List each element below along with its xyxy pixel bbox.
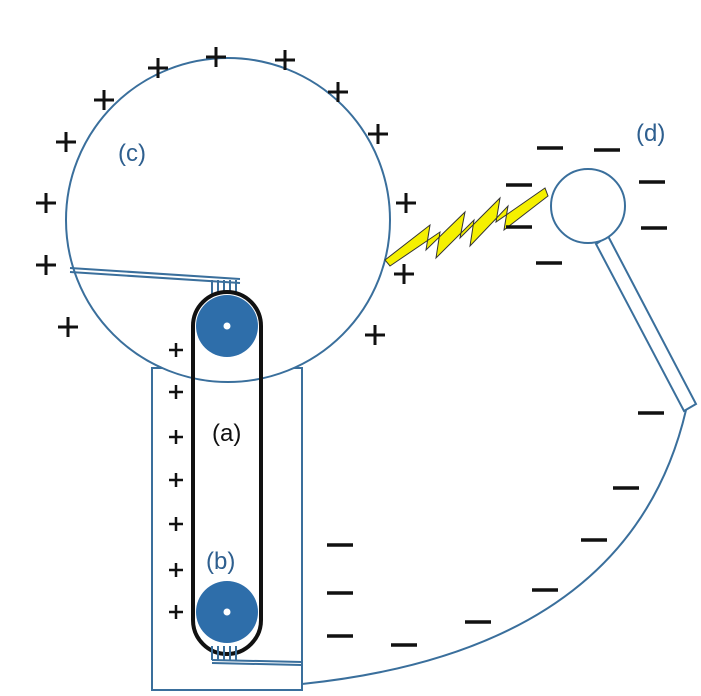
- positive-charge-icon: [169, 343, 183, 357]
- positive-charge-icon: [169, 473, 183, 487]
- top-pulley-axle: [223, 322, 231, 330]
- belt: [191, 290, 263, 656]
- positive-charge-icon: [94, 90, 114, 110]
- label-belt: (a): [212, 420, 241, 447]
- positive-charge-icon: [365, 325, 385, 345]
- ground-wire: [301, 409, 687, 685]
- discharge-rod: [594, 234, 698, 413]
- positive-charge-icon: [394, 264, 414, 284]
- positive-charge-icon: [396, 193, 416, 213]
- spark-icon: [384, 187, 549, 267]
- positive-charge-icon: [36, 255, 56, 275]
- label-dome: (c): [118, 140, 146, 167]
- positive-charge-icon: [169, 517, 183, 531]
- positive-charge-icon: [56, 132, 76, 152]
- positive-charge-icon: [58, 317, 78, 337]
- positive-charge-icon: [328, 82, 348, 102]
- label-sphere: (d): [636, 120, 665, 147]
- lower-comb: [211, 646, 303, 666]
- positive-charge-icon: [275, 50, 295, 70]
- dome-sphere: [65, 57, 391, 383]
- positive-charge-icon: [148, 58, 168, 78]
- positive-charge-icon: [169, 605, 183, 619]
- positive-charge-icon: [169, 430, 183, 444]
- positive-charge-icon: [169, 563, 183, 577]
- positive-charge-icon: [36, 193, 56, 213]
- discharge-sphere: [550, 168, 626, 244]
- positive-charge-icon: [368, 124, 388, 144]
- bottom-pulley-axle: [223, 608, 231, 616]
- positive-charge-icon: [206, 47, 226, 67]
- positive-charge-icon: [169, 385, 183, 399]
- label-pulley: (b): [206, 548, 235, 575]
